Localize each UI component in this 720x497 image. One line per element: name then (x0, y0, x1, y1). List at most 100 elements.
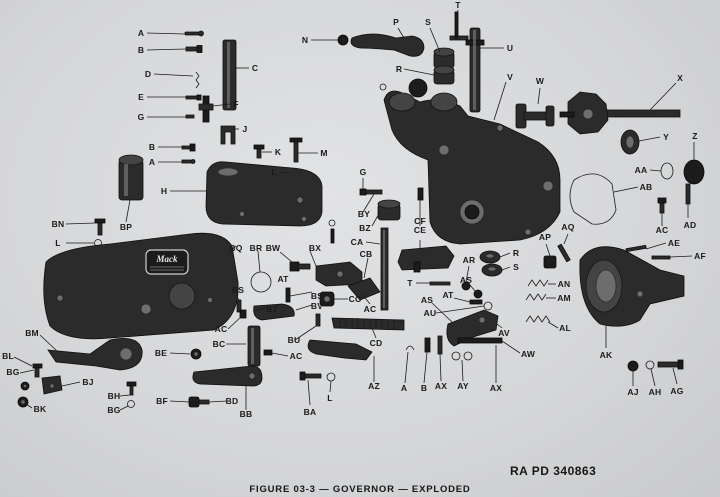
callout-cc: CC (348, 293, 362, 304)
bolt-ba (299, 371, 322, 381)
callout-l-3: L (327, 392, 333, 403)
shaft-u (465, 27, 485, 113)
block-bx (315, 261, 363, 287)
pin-e (185, 94, 202, 101)
ring-small (379, 83, 387, 91)
bracket-bm (47, 337, 143, 371)
callout-bd: BD (225, 395, 239, 406)
shaft-x (559, 91, 681, 135)
bolt-ac (657, 197, 667, 214)
callout-bl: BL (2, 350, 14, 361)
callout-h: H (160, 185, 168, 196)
pin-b2 (424, 337, 431, 353)
callout-bp: BP (119, 221, 133, 232)
bolt-bd (188, 396, 210, 408)
ring-aa (660, 162, 674, 180)
pin-t2 (429, 281, 451, 286)
pin-g (185, 114, 195, 119)
bolt-m (289, 137, 303, 163)
callout-ac-2: AC (214, 323, 228, 334)
lever-av (446, 309, 499, 347)
lever-ce (397, 245, 455, 273)
callout-e: E (138, 91, 144, 102)
ring-bg2 (127, 400, 135, 408)
callout-ac: AC (655, 224, 669, 235)
callout-r-2: R (512, 247, 520, 258)
fitting-f (198, 95, 214, 123)
callout-as-2: AS (420, 294, 434, 305)
callout-as: AS (459, 274, 473, 285)
pin-a (184, 30, 204, 37)
callout-bm: BM (25, 327, 39, 338)
nut-n (337, 34, 349, 46)
callout-f: F (233, 98, 239, 109)
callout-ax-2: AX (434, 380, 448, 391)
callout-bq: BQ (229, 242, 243, 253)
bushing-r (433, 65, 455, 85)
pin-ae (625, 244, 647, 253)
callout-g: G (137, 111, 145, 122)
callout-bh: BH (107, 390, 121, 401)
callout-p: P (393, 16, 399, 27)
arm-cb (347, 277, 381, 301)
pin-t (449, 11, 469, 41)
pin-g2 (330, 228, 335, 244)
cover-h (205, 161, 323, 227)
callout-aa: AA (634, 164, 648, 175)
callout-bs: BS (231, 284, 245, 295)
callout-ae: AE (667, 237, 681, 248)
bolt-bl (32, 363, 43, 378)
arm-cf (417, 187, 424, 201)
callout-an: AN (557, 278, 571, 289)
callout-aj: AJ (627, 386, 639, 397)
pin-af (651, 255, 671, 260)
callout-aq: AQ (561, 221, 575, 232)
ring-au (483, 301, 493, 311)
callout-d: D (144, 68, 152, 79)
bolt-g3 (359, 188, 383, 196)
callout-u: U (506, 42, 514, 53)
callout-bu: BU (287, 334, 301, 345)
callout-bn: BN (51, 218, 65, 229)
ring-ay (451, 351, 473, 361)
pin-ac2 (263, 349, 273, 356)
spring-am (525, 293, 547, 301)
callout-v: V (507, 71, 513, 82)
callout-m: M (320, 147, 328, 158)
callout-cb: CB (359, 248, 373, 259)
bolt-ag (657, 359, 684, 370)
callout-al: AL (559, 322, 571, 333)
callout-ap: AP (538, 231, 552, 242)
callout-bb: BB (239, 408, 253, 419)
callout-cf: CF (414, 215, 426, 226)
callout-l: L (271, 166, 277, 177)
callout-by: BY (357, 208, 371, 219)
housing-ak (579, 246, 685, 327)
gear-z (683, 159, 705, 185)
bolt-ad (685, 183, 691, 205)
callout-av: AV (498, 327, 510, 338)
callout-bk: BK (33, 403, 47, 414)
callout-t-2: T (407, 277, 413, 288)
bolt-b (185, 45, 203, 53)
figure-caption: FIGURE 03-3 — GOVERNOR — EXPLODED (249, 484, 471, 495)
bracket-bj (41, 375, 63, 395)
callout-bs-2: BS (310, 290, 324, 301)
callout-bt: BT (266, 303, 278, 314)
callout-bz: BZ (359, 222, 371, 233)
callout-z: Z (692, 130, 698, 141)
callout-ag: AG (670, 385, 684, 396)
shaft-ca (380, 227, 389, 311)
callout-au: AU (423, 307, 437, 318)
spring-al (525, 315, 551, 323)
callout-j: J (242, 123, 248, 134)
callout-a: A (137, 27, 145, 38)
callout-az: AZ (368, 380, 380, 391)
callout-ab: AB (639, 181, 653, 192)
callout-ce: CE (413, 224, 427, 235)
pin-at2 (469, 299, 483, 305)
nut-aj (627, 360, 639, 372)
lever-bb (192, 365, 263, 387)
callout-bj: BJ (82, 376, 94, 387)
